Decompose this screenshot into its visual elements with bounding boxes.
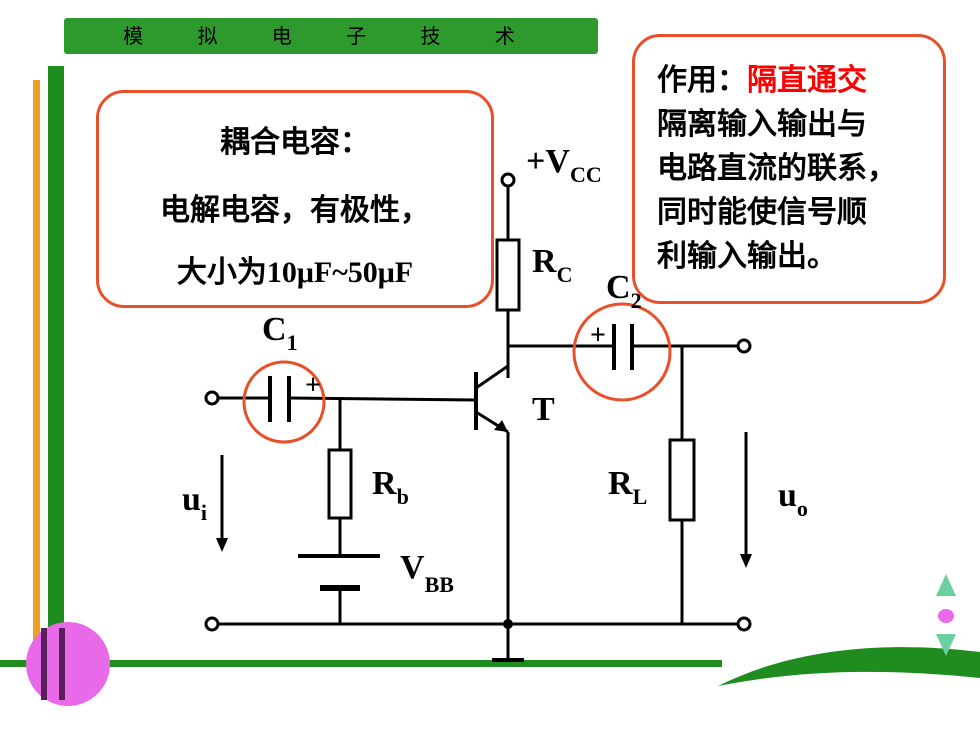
label-transistor: T xyxy=(532,391,555,428)
left-box-line3-value: 10μF~50μF xyxy=(266,256,414,289)
decor-stripe-green xyxy=(48,66,64,666)
transistor-emitter-arrow xyxy=(494,420,508,432)
right-box-line1-prefix: 作用： xyxy=(657,63,747,98)
label-rb: Rb xyxy=(372,465,409,509)
terminal-output xyxy=(736,338,752,354)
right-box-line1: 作用：隔直通交 xyxy=(657,55,867,99)
left-box-line1: 耦合电容： xyxy=(220,125,370,160)
resistor-rc xyxy=(495,238,521,312)
label-c1: C1 xyxy=(262,311,298,355)
terminal-output-ground xyxy=(736,616,752,632)
left-box-line3: 大小为10μF~50μF xyxy=(99,247,491,291)
resistor-rb xyxy=(327,448,353,520)
transistor-collector-lead xyxy=(475,364,509,390)
right-box-line2: 隔离输入输出与 xyxy=(657,107,867,142)
decor-bottom-line xyxy=(0,660,722,667)
terminal-input xyxy=(204,390,220,406)
highlight-circle-c1 xyxy=(242,360,326,444)
label-vbb: VBB xyxy=(400,549,454,597)
decor-stripe-orange xyxy=(33,80,40,660)
label-rc: RC xyxy=(532,243,572,287)
nav-down-icon[interactable] xyxy=(936,634,956,656)
highlight-circle-c2 xyxy=(572,302,672,402)
label-c1-plus: + xyxy=(305,370,321,401)
nav-up-icon[interactable] xyxy=(936,574,956,596)
right-box-line3: 电路直流的联系， xyxy=(657,151,897,186)
label-vcc: +VCC xyxy=(526,143,602,187)
coupling-capacitor-box: 耦合电容： 电解电容，有极性， 大小为10μF~50μF xyxy=(96,90,494,308)
decor-swoosh xyxy=(718,647,980,686)
left-box-line2: 电解电容，有极性， xyxy=(160,193,430,228)
terminal-input-ground xyxy=(204,616,220,632)
right-box-line4: 同时能使信号顺 xyxy=(657,195,867,230)
title-banner: 模 拟 电 子 技 术 xyxy=(64,18,598,54)
banner-title: 模 拟 电 子 技 术 xyxy=(123,24,539,48)
resistor-rl xyxy=(668,438,696,522)
decor-pink-disc xyxy=(26,622,110,706)
label-rl: RL xyxy=(608,465,647,509)
label-c2-plus: + xyxy=(590,320,606,351)
label-c2: C2 xyxy=(606,269,642,313)
label-uo: uo xyxy=(778,477,808,521)
left-box-line3-prefix: 大小为 xyxy=(176,255,267,290)
function-box: 作用：隔直通交 隔离输入输出与 电路直流的联系， 同时能使信号顺 利输入输出。 xyxy=(632,34,946,304)
nav-home-icon[interactable] xyxy=(938,609,954,623)
label-ui: ui xyxy=(182,481,207,525)
arrow-uo-head xyxy=(740,554,752,568)
junction-dot xyxy=(503,619,513,629)
arrow-ui-head xyxy=(216,538,228,552)
terminal-vcc xyxy=(500,172,516,188)
right-box-line5: 利输入输出。 xyxy=(657,239,837,274)
right-box-highlight: 隔直通交 xyxy=(747,63,867,98)
wire-c1-base xyxy=(289,396,477,402)
